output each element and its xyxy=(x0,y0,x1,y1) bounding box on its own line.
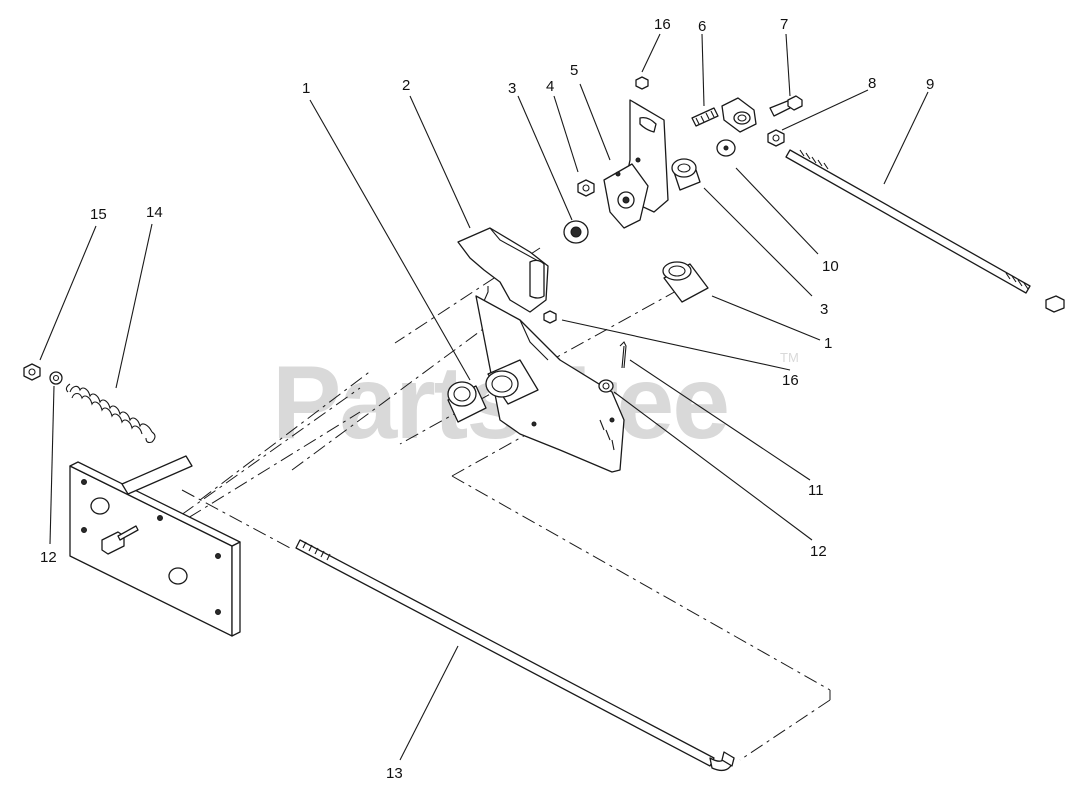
callout-3-upper: 3 xyxy=(508,80,516,97)
part-6-stud xyxy=(691,107,719,127)
callout-3-lower: 3 xyxy=(820,301,828,318)
part-3-spacer-left xyxy=(563,220,589,244)
callout-10: 10 xyxy=(822,258,839,275)
part-11-pin xyxy=(619,341,627,369)
part-1-bushing-lower xyxy=(447,381,487,423)
leader-lines xyxy=(39,33,929,761)
callout-14: 14 xyxy=(146,204,163,221)
part-10-washer xyxy=(716,139,736,157)
part-2-lever xyxy=(457,227,549,313)
mounting-plate xyxy=(69,455,241,637)
part-12-washer-right xyxy=(598,379,614,393)
part-1-bushing-upper xyxy=(662,261,709,303)
callout-4: 4 xyxy=(546,78,554,95)
callout-8: 8 xyxy=(868,75,876,92)
callout-2: 2 xyxy=(402,77,410,94)
part-9-rod xyxy=(785,149,1065,313)
phantom-lines xyxy=(91,247,831,761)
callout-1-upper: 1 xyxy=(302,80,310,97)
callout-7: 7 xyxy=(780,16,788,33)
callout-6: 6 xyxy=(698,18,706,35)
pivot-sleeve xyxy=(485,359,539,405)
part-13-rod xyxy=(295,539,735,772)
part-4-nut xyxy=(577,179,595,197)
callout-16-lower: 16 xyxy=(782,372,799,389)
callout-1-lower: 1 xyxy=(824,335,832,352)
callout-15: 15 xyxy=(90,206,107,223)
part-8-nut xyxy=(767,129,785,147)
part-15-nut xyxy=(23,363,41,381)
pivot-block xyxy=(721,97,757,133)
part-14-spring xyxy=(65,383,156,444)
part-7-bolt xyxy=(769,95,803,117)
part-16-nut-lower xyxy=(543,310,557,324)
callout-11: 11 xyxy=(808,482,824,499)
part-16-nut-upper xyxy=(635,76,649,90)
part-3-spacer-right xyxy=(671,158,701,191)
callout-9: 9 xyxy=(926,76,934,93)
watermark-trademark: TM xyxy=(780,350,799,365)
callout-12-lower: 12 xyxy=(810,543,827,560)
callout-labels: 1 2 3 4 5 16 6 7 8 9 10 3 1 16 11 12 15 … xyxy=(40,16,934,782)
callout-12-left: 12 xyxy=(40,549,57,566)
callout-13: 13 xyxy=(386,765,403,782)
callout-5: 5 xyxy=(570,62,578,79)
part-5-bracket xyxy=(603,99,669,229)
quadrant-plate xyxy=(475,295,625,473)
callout-16-upper: 16 xyxy=(654,16,671,33)
part-12-washer-left xyxy=(49,371,63,385)
